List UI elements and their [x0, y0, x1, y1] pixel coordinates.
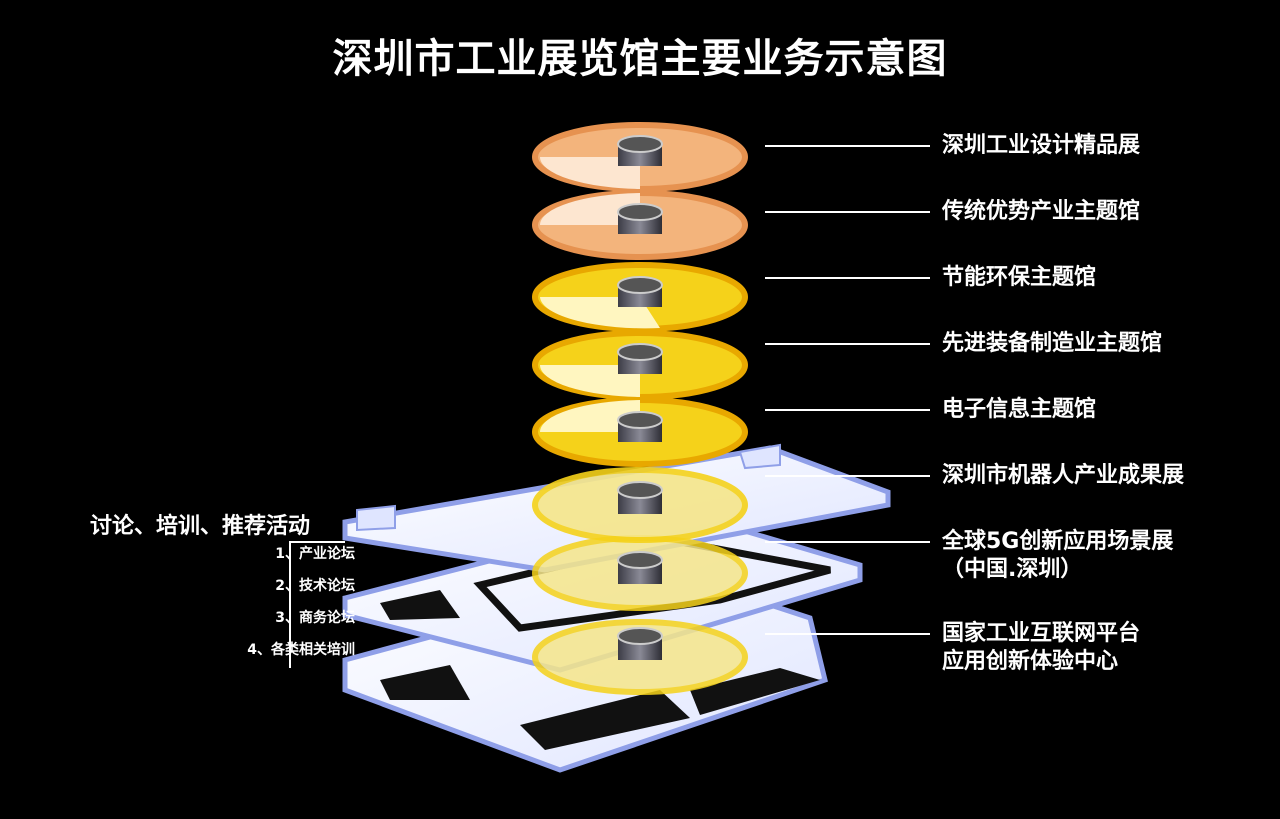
- disc-floor-1: [532, 619, 748, 695]
- activities-panel: 讨论、培训、推荐活动 1、产业论坛 2、技术论坛 3、商务论坛 4、各类相关培训: [90, 508, 355, 658]
- floor-label-1-line1: 国家工业互联网平台: [942, 621, 1141, 646]
- page-title: 深圳市工业展览馆主要业务示意图: [332, 36, 948, 82]
- floor-label-3: 深圳市机器人产业成果展: [942, 463, 1185, 488]
- left-bracket: [289, 541, 345, 668]
- disc-floor-7: [532, 190, 748, 260]
- disc-floor-4: [532, 397, 748, 467]
- floor-label-7: 传统优势产业主题馆: [942, 199, 1141, 224]
- activity-item: 2、技术论坛: [275, 578, 355, 594]
- floor-label-2-line1: 全球5G创新应用场景展: [942, 529, 1174, 554]
- activities-heading: 讨论、培训、推荐活动: [90, 514, 311, 539]
- disc-floor-6: [532, 262, 748, 332]
- floor-label-8: 深圳工业设计精品展: [942, 133, 1141, 158]
- disc-floor-3: [532, 467, 748, 543]
- disc-floor-8: [532, 122, 748, 192]
- floor-label-2: 全球5G创新应用场景展 （中国.深圳）: [942, 528, 1173, 584]
- activity-item: 3、商务论坛: [275, 610, 355, 626]
- activities-list: 1、产业论坛 2、技术论坛 3、商务论坛 4、各类相关培训: [155, 544, 355, 672]
- leader-lines: [765, 145, 930, 635]
- floor-label-6: 节能环保主题馆: [942, 265, 1097, 290]
- disc-floor-2: [532, 535, 748, 611]
- disc-floor-5: [532, 330, 748, 400]
- floor-label-5: 先进装备制造业主题馆: [942, 331, 1163, 356]
- floor-label-1: 国家工业互联网平台 应用创新体验中心: [942, 620, 1140, 676]
- floor-label-2-line2: （中国.深圳）: [942, 557, 1083, 582]
- activity-item: 1、产业论坛: [275, 546, 355, 562]
- floor-label-1-line2: 应用创新体验中心: [942, 649, 1119, 674]
- activity-item: 4、各类相关培训: [247, 642, 355, 658]
- floor-label-4: 电子信息主题馆: [942, 397, 1097, 422]
